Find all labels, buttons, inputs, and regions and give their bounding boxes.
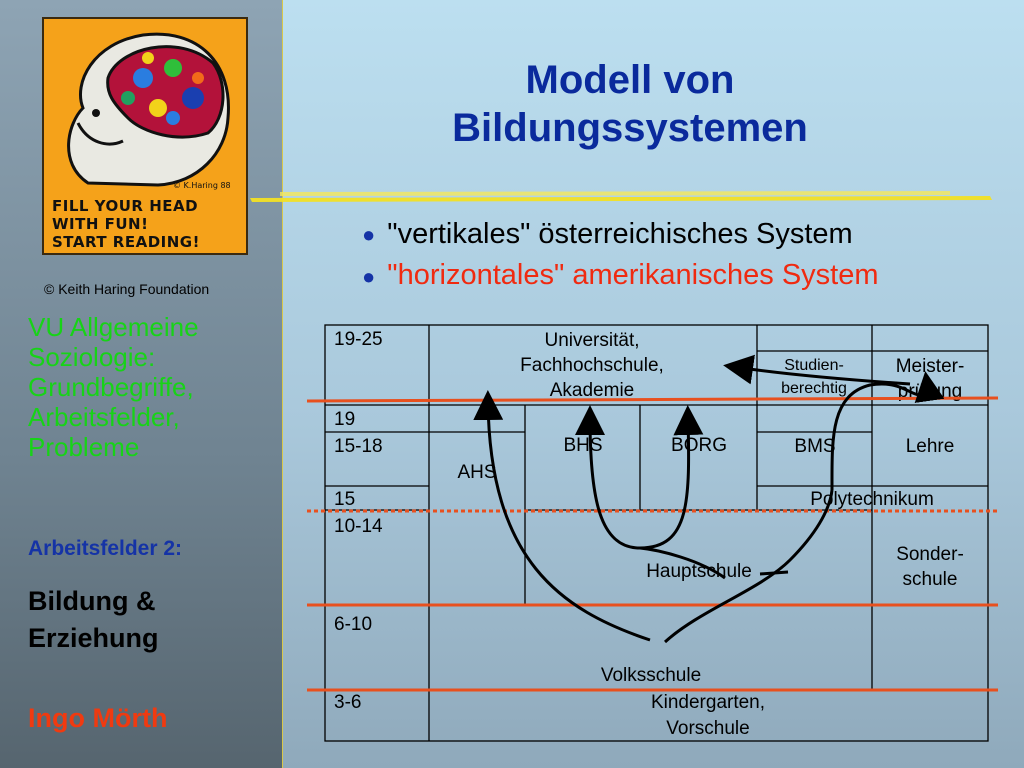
volksschule-label: Volksschule — [601, 665, 701, 686]
school-labels: Universität, Fachhochschule, Akademie St… — [457, 330, 964, 739]
meisterpruefung-line-1: Meister- — [896, 356, 965, 377]
lehre-label: Lehre — [906, 436, 955, 457]
page-title: Modell von Bildungssystemen — [340, 56, 920, 152]
studienberechtig-line-2: berechtig — [781, 380, 847, 397]
arrow-to-meisterpruefung — [830, 371, 945, 491]
course-line-5: Probleme — [28, 432, 140, 462]
sidebar: © K.Haring 88 FILL YOUR HEAD WITH FUN! S… — [0, 0, 283, 768]
sonderschule-line-2: schule — [903, 569, 958, 590]
universitaet-line-2: Fachhochschule, — [520, 355, 664, 376]
bullet-item-vertical: ● "vertikales" österreichisches System — [362, 214, 879, 255]
bullet-dot-icon: ● — [362, 263, 376, 289]
arrow-to-ahs — [473, 390, 651, 642]
bullet-item-horizontal: ● "horizontales" amerikanisches System — [362, 255, 879, 296]
arrow-trunk-right — [663, 489, 834, 644]
age-labels: 19-25 19 15-18 15 10-14 6-10 3-6 — [334, 329, 383, 713]
flow-arrows — [473, 354, 945, 644]
course-line-2: Soziologie: — [28, 342, 156, 372]
topic-title: Bildung & Erziehung — [28, 583, 159, 657]
borg-label: BORG — [671, 435, 727, 456]
arrow-to-universitaet — [723, 354, 911, 386]
arrow-stub-hauptschule — [759, 570, 789, 576]
section-label: Arbeitsfelder 2: — [28, 537, 183, 560]
course-line-1: VU Allgemeine — [28, 312, 199, 342]
sonderschule-line-1: Sonder- — [896, 544, 964, 565]
age-19-25: 19-25 — [334, 329, 383, 350]
topic-line-1: Bildung & — [28, 586, 156, 616]
topic-line-2: Erziehung — [28, 623, 159, 653]
age-15-18: 15-18 — [334, 436, 383, 457]
age-6-10: 6-10 — [334, 614, 372, 635]
age-10-14: 10-14 — [334, 516, 383, 537]
red-line-19 — [306, 396, 999, 403]
kindergarten-line-2: Vorschule — [666, 718, 749, 739]
kindergarten-line-1: Kindergarten, — [651, 692, 765, 713]
course-line-4: Arbeitsfelder, — [28, 402, 180, 432]
title-underline-stroke — [250, 191, 992, 202]
keith-haring-poster: © K.Haring 88 FILL YOUR HEAD WITH FUN! S… — [42, 17, 248, 255]
author-name: Ingo Mörth — [28, 703, 168, 733]
universitaet-line-3: Akademie — [550, 380, 635, 401]
age-19: 19 — [334, 409, 355, 430]
arrow-to-borg — [639, 405, 704, 550]
arrow-branch-hauptschule — [639, 546, 726, 580]
bms-label: BMS — [794, 436, 835, 457]
bullet-list: ● "vertikales" österreichisches System ● "… — [362, 214, 879, 297]
polytechnikum-label: Polytechnikum — [810, 489, 934, 510]
ahs-label: AHS — [457, 462, 496, 483]
course-title: VU Allgemeine Soziologie: Grundbegriffe,… — [28, 312, 273, 462]
arrow-to-bhs — [575, 405, 641, 550]
transition-lines — [306, 396, 999, 692]
title-line-2: Bildungssystemen — [452, 106, 808, 150]
copyright-text: © Keith Haring Foundation — [44, 281, 210, 297]
bullet-text: "vertikales" österreichisches System — [387, 218, 853, 250]
bullet-dot-icon: ● — [362, 222, 376, 248]
bullet-text: "horizontales" amerikanisches System — [387, 259, 879, 292]
age-3-6: 3-6 — [334, 692, 361, 713]
head-illustration-icon: © K.Haring 88 — [48, 23, 244, 193]
poster-line-1: FILL YOUR HEAD — [52, 197, 199, 215]
universitaet-line-1: Universität, — [544, 330, 639, 351]
age-15: 15 — [334, 489, 355, 510]
studienberechtig-line-1: Studien- — [784, 357, 844, 374]
poster-signature: © K.Haring 88 — [173, 181, 231, 190]
poster-line-2: WITH FUN! — [52, 215, 149, 233]
title-line-1: Modell von — [525, 58, 735, 102]
poster-slogan: FILL YOUR HEAD WITH FUN! START READING! — [52, 197, 242, 251]
bhs-label: BHS — [563, 435, 602, 456]
course-line-3: Grundbegriffe, — [28, 372, 194, 402]
poster-line-3: START READING! — [52, 233, 200, 251]
